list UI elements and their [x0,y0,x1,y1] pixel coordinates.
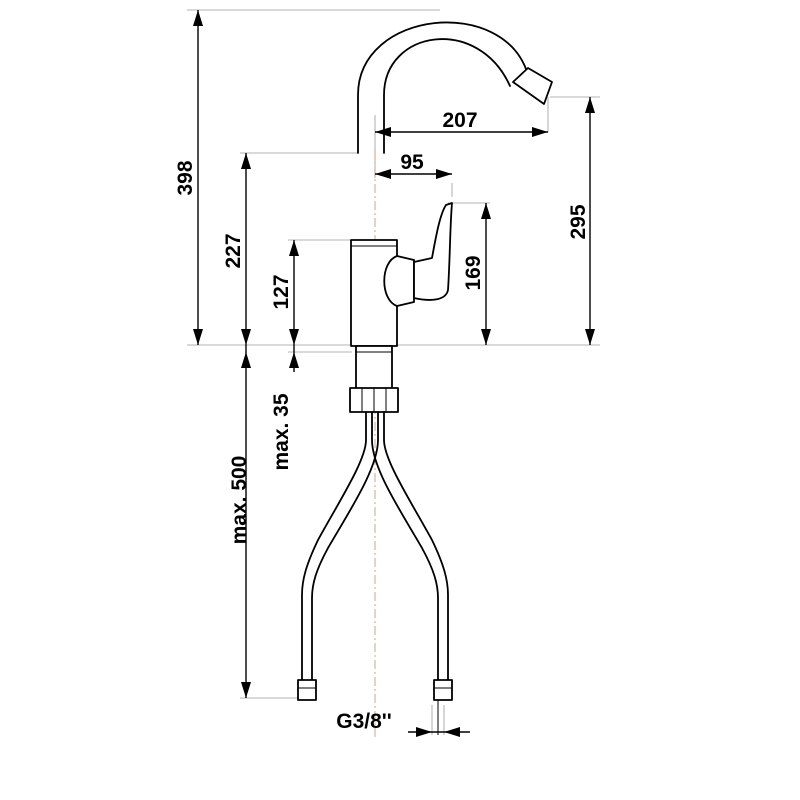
dim-handle-height-label: 169 [462,255,485,290]
dim-handle-reach-label: 95 [400,151,424,174]
dimension-labels: 398 227 127 max. 35 max. 500 295 169 207… [174,109,590,733]
dim-thread-label: G3/8'' [336,710,392,733]
extension-lines [187,9,600,735]
dim-body-to-spout-label: 227 [222,233,245,268]
aerator [512,67,553,105]
spout [357,21,529,154]
handle-hub [383,255,415,307]
dim-body-height-label: 127 [270,274,293,309]
dim-spout-reach-label: 207 [442,109,477,132]
dim-hose-length-label: max. 500 [228,456,251,545]
right-hose [371,411,449,681]
lever-handle [413,202,453,301]
dimension-lines [193,10,595,737]
dim-spout-height-label: 295 [567,204,590,239]
mounting-shank [355,345,393,391]
faucet-outline [297,21,553,735]
left-hose-fitting [297,679,317,701]
dim-max-thickness-label: max. 35 [270,393,293,470]
dim-total-height-label: 398 [174,160,197,195]
left-hose [301,411,379,681]
right-hose-fitting [433,679,453,701]
